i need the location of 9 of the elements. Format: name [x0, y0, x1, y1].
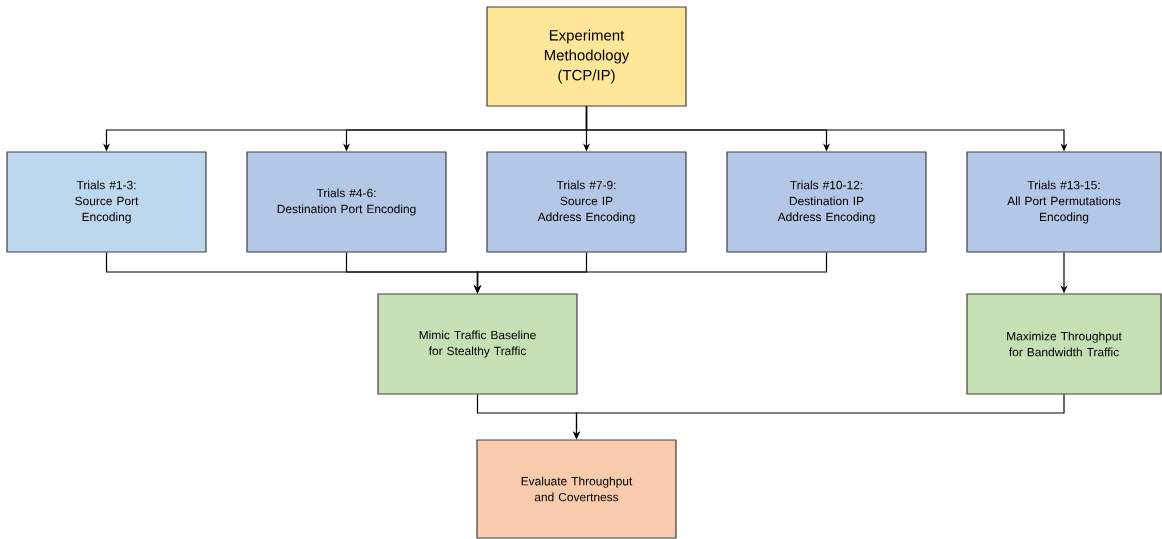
process-box: Trials #7-9: Source IP Address Encoding [486, 151, 687, 253]
process-box: Trials #13-15: All Port Permutations Encoding [966, 151, 1162, 253]
process-box: Trials #10-12: Destination IP Address Encoding [726, 151, 927, 253]
process-box: Trials #1-3: Source Port Encoding [6, 151, 207, 253]
process-box: Experiment Methodology (TCP/IP) [486, 6, 687, 107]
process-box: Mimic Traffic Baseline for Stealthy Traffic [377, 293, 578, 395]
process-box: Trials #4-6: Destination Port Encoding [246, 151, 447, 253]
process-box: Maximize Throughput for Bandwidth Traffic [966, 293, 1162, 395]
process-box: Evaluate Throughput and Covertness [476, 439, 677, 539]
